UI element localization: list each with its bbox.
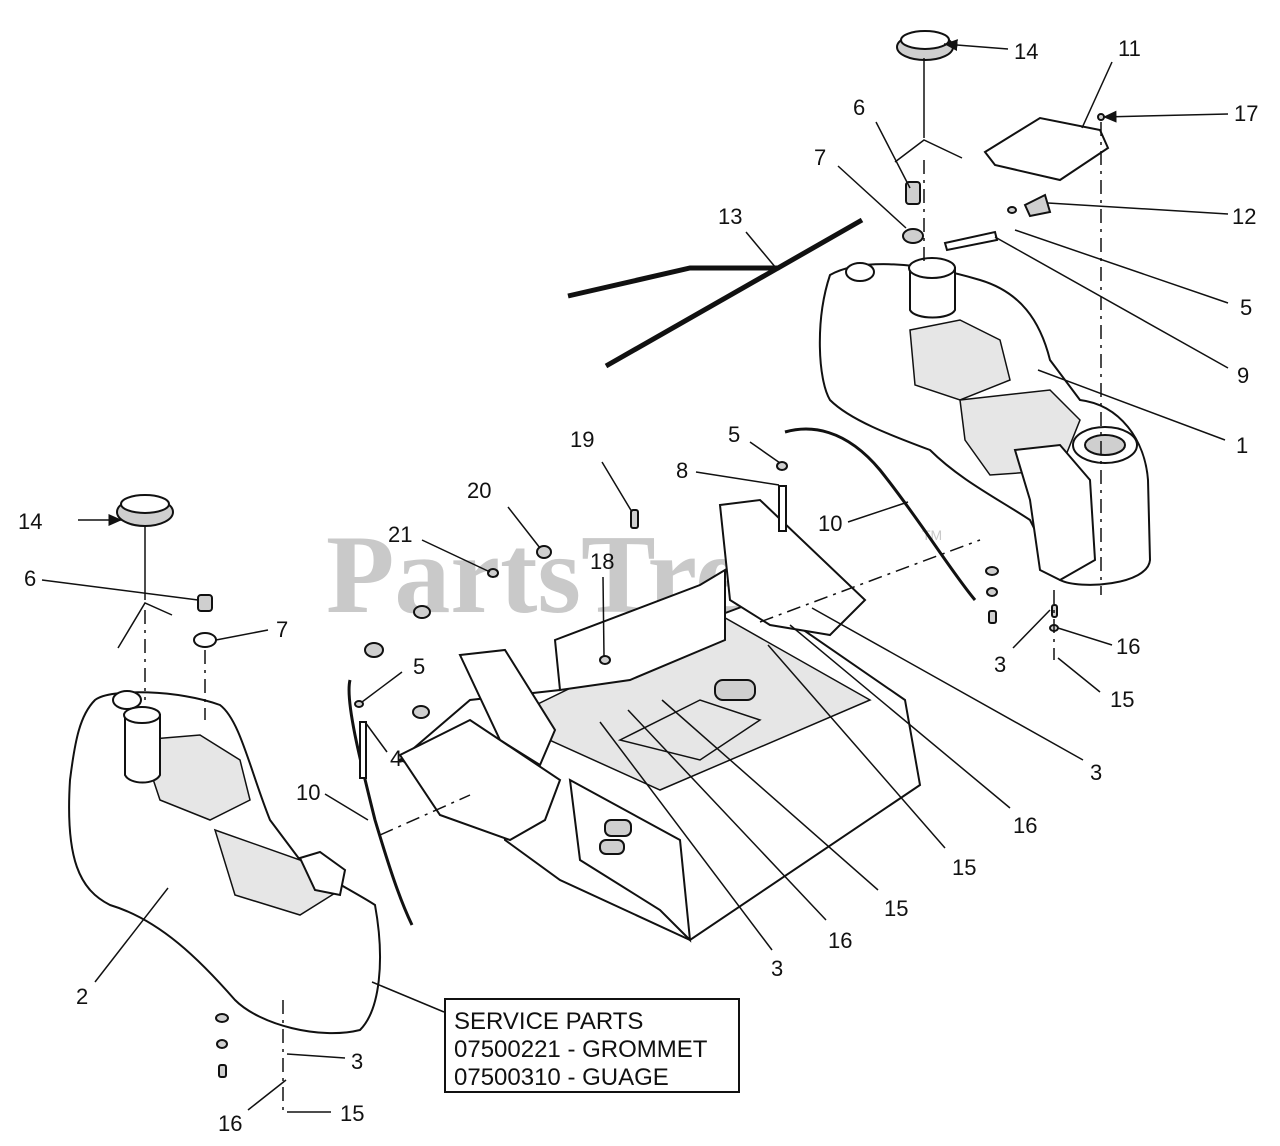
assembly-lines bbox=[144, 122, 1102, 1115]
callout-20: 20 bbox=[467, 478, 491, 503]
callout-8: 8 bbox=[676, 458, 688, 483]
callout-15: 15 bbox=[340, 1101, 364, 1126]
leader-lines bbox=[41, 39, 1229, 1113]
callout-16: 16 bbox=[1116, 634, 1140, 659]
callout-10: 10 bbox=[296, 780, 320, 805]
gas-cap-right bbox=[894, 30, 963, 163]
callout-14: 14 bbox=[18, 509, 42, 534]
service-parts-title: SERVICE PARTS bbox=[454, 1008, 644, 1035]
callout-3: 3 bbox=[1090, 760, 1102, 785]
callout-15: 15 bbox=[952, 855, 976, 880]
fuel-hose-short bbox=[943, 230, 999, 252]
service-parts-box: SERVICE PARTS 07500221 - GROMMET 0750031… bbox=[444, 998, 740, 1093]
right-fuel-tank bbox=[818, 257, 1152, 586]
fuel-line-left bbox=[347, 679, 414, 926]
small-fittings bbox=[354, 113, 1105, 779]
gas-cap-left bbox=[116, 494, 174, 649]
bolt-8 bbox=[778, 485, 787, 532]
callout-16: 16 bbox=[1013, 813, 1037, 838]
callout-21: 21 bbox=[388, 522, 412, 547]
callout-9: 9 bbox=[1237, 363, 1249, 388]
callout-16: 16 bbox=[218, 1111, 242, 1136]
watermark-trademark: TM bbox=[922, 527, 942, 543]
callout-15: 15 bbox=[1110, 687, 1134, 712]
callout-6: 6 bbox=[24, 566, 36, 591]
callout-16: 16 bbox=[828, 928, 852, 953]
callout-1: 1 bbox=[1236, 433, 1248, 458]
callout-5: 5 bbox=[413, 654, 425, 679]
callout-19: 19 bbox=[570, 427, 594, 452]
service-part-item: 07500310 - GUAGE bbox=[454, 1064, 669, 1091]
callout-14: 14 bbox=[1014, 39, 1038, 64]
callout-15: 15 bbox=[884, 896, 908, 921]
callout-10: 10 bbox=[818, 511, 842, 536]
callout-7: 7 bbox=[276, 617, 288, 642]
callout-7: 7 bbox=[814, 145, 826, 170]
callout-3: 3 bbox=[771, 956, 783, 981]
callout-labels: 1 2 3 3 3 3 4 5 5 5 6 6 7 7 8 9 10 10 11… bbox=[18, 36, 1258, 1136]
callout-3: 3 bbox=[994, 652, 1006, 677]
callout-18: 18 bbox=[590, 549, 614, 574]
callout-11: 11 bbox=[1118, 36, 1141, 61]
mounting-plate bbox=[983, 116, 1110, 182]
fuel-gauge-left bbox=[193, 594, 217, 648]
vent-tube-assembly bbox=[567, 217, 864, 369]
callout-2: 2 bbox=[76, 984, 88, 1009]
right-tank-hardware bbox=[985, 566, 1059, 632]
fuel-gauge-right bbox=[902, 181, 924, 244]
service-part-item: 07500221 - GROMMET bbox=[454, 1036, 708, 1063]
callout-17: 17 bbox=[1234, 101, 1258, 126]
callout-6: 6 bbox=[853, 95, 865, 120]
callout-3: 3 bbox=[351, 1049, 363, 1074]
callout-13: 13 bbox=[718, 204, 742, 229]
callout-5: 5 bbox=[728, 422, 740, 447]
callout-4: 4 bbox=[390, 746, 402, 771]
hose-clamp bbox=[1023, 193, 1052, 218]
callout-12: 12 bbox=[1232, 204, 1256, 229]
fuel-line-right bbox=[784, 427, 977, 601]
seat-frame bbox=[398, 498, 922, 943]
left-tank-hardware bbox=[215, 1013, 229, 1078]
callout-5: 5 bbox=[1240, 295, 1252, 320]
left-fuel-tank bbox=[68, 690, 381, 1035]
